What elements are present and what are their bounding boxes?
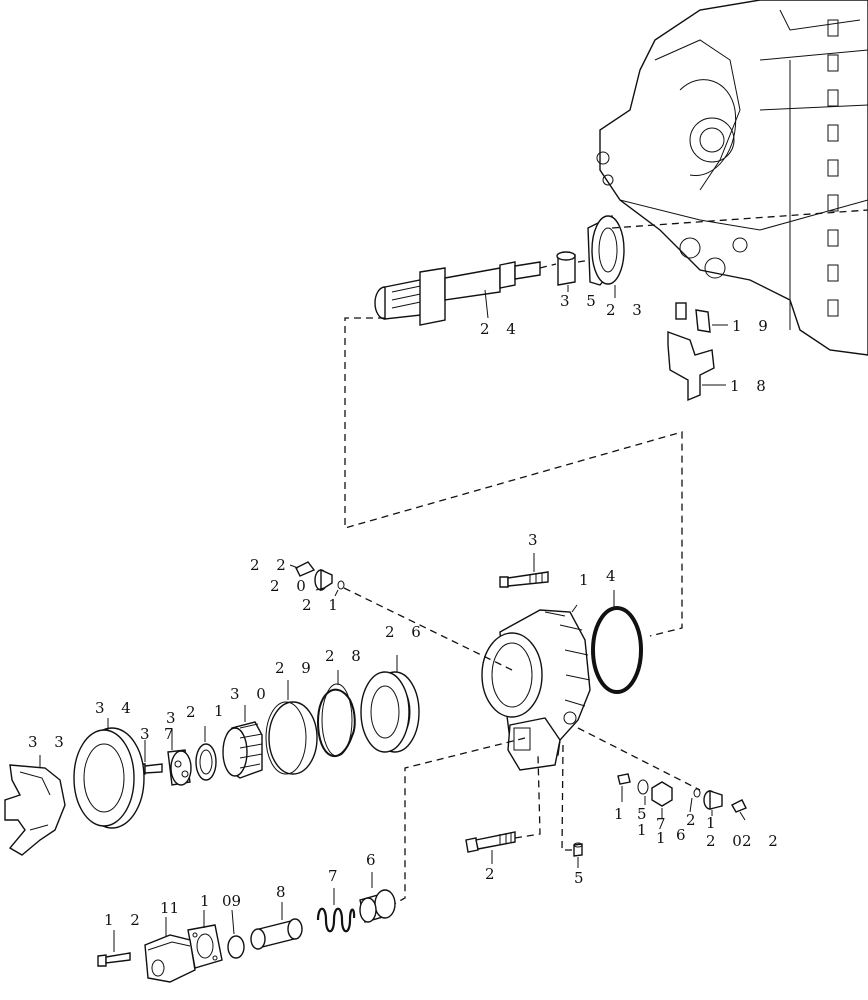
- callout-30: 3 0: [230, 685, 272, 703]
- spring-7: [316, 888, 356, 933]
- cap-37: [167, 728, 192, 786]
- bolt-12: [97, 930, 131, 967]
- callout-16b: 6: [676, 826, 692, 844]
- callout-2: 2: [485, 865, 501, 883]
- o-ring-4: [591, 606, 643, 694]
- callout-21-upper: 2 1: [302, 596, 344, 614]
- bushing-35: [556, 251, 576, 292]
- cover-11: [144, 917, 196, 983]
- callout-33: 3 3: [28, 733, 70, 751]
- transmission-housing: [596, 0, 868, 356]
- small-parts-lower-right: [617, 773, 747, 821]
- callout-11: 11: [160, 899, 180, 917]
- callout-26: 2 6: [385, 623, 427, 641]
- callout-31: 1: [214, 702, 230, 720]
- callout-29: 2 9: [275, 659, 317, 677]
- callout-3: 3: [528, 531, 544, 549]
- gasket-10: [187, 910, 223, 969]
- callout-16a: 1: [656, 829, 672, 847]
- callout-21c: 1: [706, 814, 722, 832]
- callout-17a: 1: [637, 821, 653, 839]
- callout-36: 3: [140, 725, 156, 743]
- callout-9: 09: [222, 892, 242, 910]
- assembly-line-valve: [391, 737, 526, 906]
- callout-32: 2: [186, 703, 202, 721]
- seal-34: [73, 718, 145, 829]
- bearing-26: [360, 655, 420, 753]
- callout-28: 2 8: [325, 647, 367, 665]
- assembly-line-shaft: [344, 317, 683, 637]
- gear-23: [587, 214, 625, 298]
- washer-29: [265, 680, 318, 775]
- callout-5: 5: [574, 869, 590, 887]
- plate-20-upper: [289, 561, 345, 597]
- snap-ring-28: [316, 688, 356, 758]
- bolt-2: [465, 831, 516, 864]
- callout-7: 7: [328, 867, 344, 885]
- callout-33-small: 3: [166, 709, 182, 727]
- callout-24: 2 4: [480, 320, 522, 338]
- callout-19: 1 9: [732, 317, 774, 335]
- shaft-24: [374, 261, 541, 326]
- cup-6: [359, 872, 396, 923]
- callout-18: 1 8: [730, 377, 772, 395]
- callout-8: 8: [276, 883, 292, 901]
- callout-34: 3 4: [95, 699, 137, 717]
- bolt-3: [499, 553, 549, 588]
- callout-20-upper: 2 0: [270, 577, 312, 595]
- callout-17b: 7: [656, 815, 672, 833]
- callout-1: 1: [579, 571, 595, 589]
- part-19: [675, 302, 728, 333]
- callout-10: 1: [200, 892, 216, 910]
- callout-6: 6: [366, 851, 382, 869]
- callout-21b: 2: [686, 811, 702, 829]
- callout-22-lower: 2 2: [742, 832, 784, 850]
- fork-18: [667, 331, 726, 402]
- callout-12: 1 2: [104, 911, 146, 929]
- washer-32: [195, 726, 217, 781]
- disc-9: [227, 909, 245, 959]
- callout-20-lower: 2 0: [706, 832, 748, 850]
- yoke-33: [4, 755, 66, 856]
- callout-35: 3 5: [560, 292, 602, 310]
- callout-23: 2 3: [606, 301, 648, 319]
- main-housing-1: [481, 604, 591, 771]
- callout-15a: 1: [614, 805, 630, 823]
- callout-22-upper: 2 2: [250, 556, 292, 574]
- callout-15b: 5: [637, 805, 653, 823]
- pin-5: [573, 842, 583, 868]
- piston-8: [250, 902, 303, 950]
- callout-37: 7: [164, 725, 180, 743]
- callout-4: 4: [606, 567, 622, 585]
- gear-30: [222, 705, 263, 779]
